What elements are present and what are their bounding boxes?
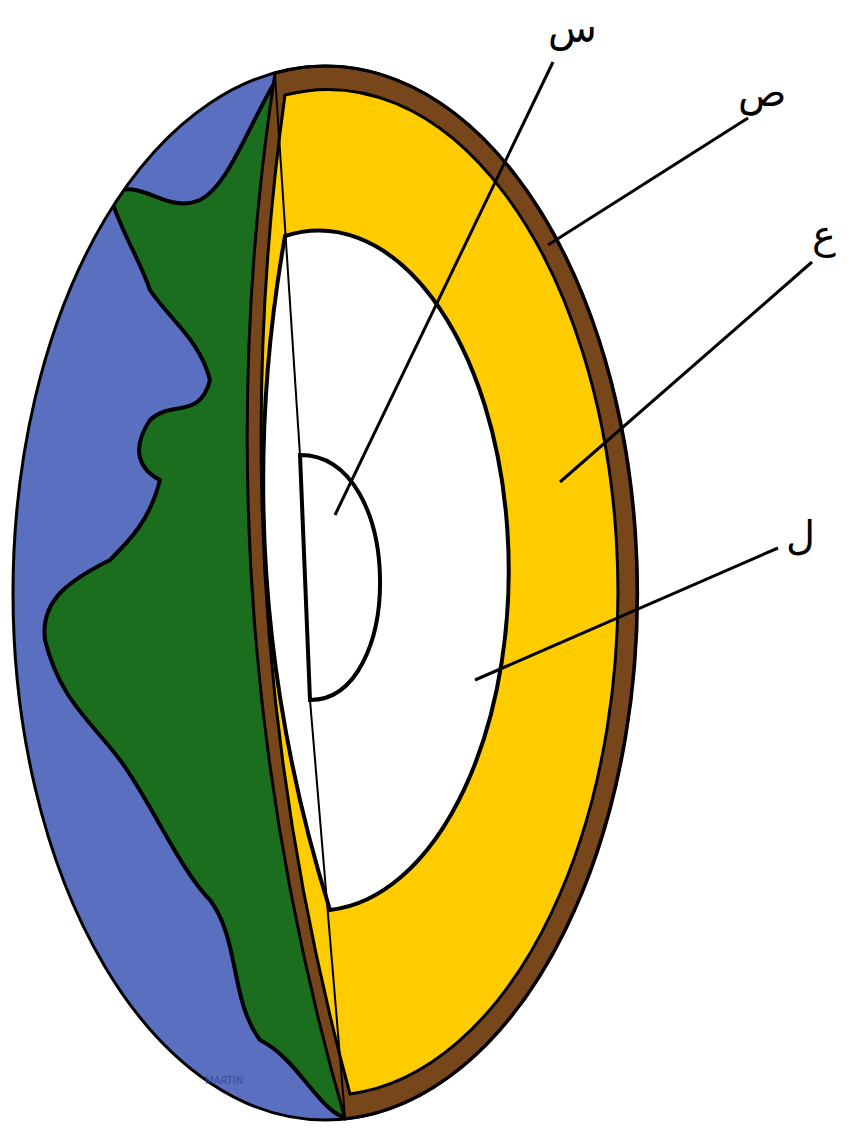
cut-line	[310, 700, 345, 1117]
callout-letter: ع	[812, 214, 836, 254]
watermark: MARTIN	[205, 1076, 243, 1086]
cut-line	[275, 75, 300, 455]
globe-outline	[13, 66, 637, 1120]
leader-line	[475, 548, 778, 680]
callout-letter: س	[548, 8, 597, 48]
mantle	[261, 89, 618, 1094]
ocean	[13, 66, 637, 1120]
inner-core	[300, 455, 380, 700]
leader-line	[335, 62, 553, 515]
outer-core	[263, 231, 509, 910]
leader-line	[560, 262, 812, 482]
callout-letter: ص	[738, 72, 786, 112]
leader-line	[548, 118, 748, 245]
callout-letter: ل	[786, 515, 815, 555]
